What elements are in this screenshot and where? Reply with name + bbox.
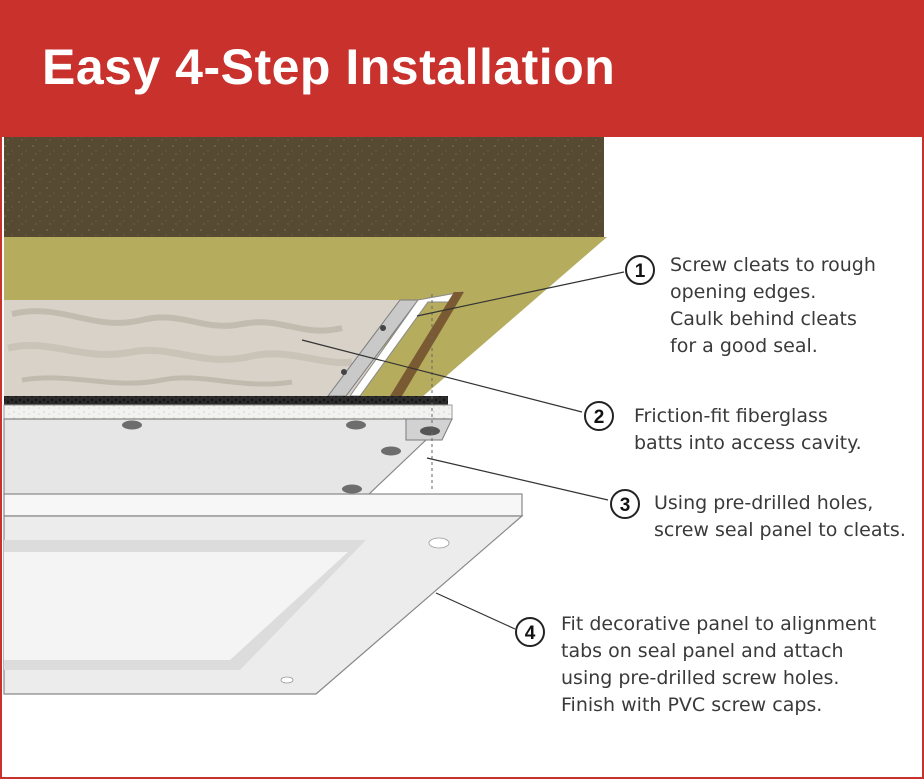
cleat-screw <box>341 369 347 375</box>
title-banner: Easy 4-Step Installation <box>2 2 922 137</box>
step-3-line: Using pre-drilled holes, <box>654 492 874 514</box>
step-4-line: Finish with PVC screw caps. <box>561 694 823 716</box>
step-4-line: Fit decorative panel to alignment <box>561 613 877 635</box>
step-1-line: opening edges. <box>670 281 817 303</box>
step-3-line: screw seal panel to cleats. <box>654 519 906 541</box>
panel-screw-hole <box>122 420 142 430</box>
step-1-line: Caulk behind cleats <box>670 308 857 330</box>
panel-screw-hole <box>420 426 440 436</box>
seal-panel <box>3 404 453 496</box>
step-badge-4 <box>515 617 545 647</box>
step-badge-3 <box>610 489 640 519</box>
step-number-4: 4 <box>525 623 536 644</box>
step-1-line: for a good seal. <box>670 335 818 357</box>
panel-screw-hole <box>342 484 362 494</box>
fiberglass-batts <box>4 300 412 396</box>
ceiling-structure <box>4 137 604 237</box>
panel-screw-hole <box>381 446 401 456</box>
step-badge-1 <box>625 255 655 285</box>
leader-line-4 <box>435 592 516 630</box>
cleat-screw <box>380 325 386 331</box>
leader-line-3 <box>426 457 609 501</box>
step-4-line: tabs on seal panel and attach <box>561 640 844 662</box>
step-number-3: 3 <box>620 495 631 516</box>
leader-line-2 <box>301 339 583 413</box>
step-4-line: using pre-drilled screw holes. <box>561 667 840 689</box>
step-1-text: Screw cleats to rough opening edges. Cau… <box>670 252 876 360</box>
step-4-text: Fit decorative panel to alignment tabs o… <box>561 611 876 719</box>
foam-gasket <box>4 396 448 405</box>
panel-screw-hole <box>428 537 450 549</box>
step-2-text: Friction-fit fiberglass batts into acces… <box>634 403 862 457</box>
decorative-panel <box>3 493 524 695</box>
step-2-line: Friction-fit fiberglass <box>634 405 828 427</box>
step-number-1: 1 <box>635 261 646 282</box>
step-2-line: batts into access cavity. <box>634 432 862 454</box>
panel-screw-hole <box>346 420 366 430</box>
page-title: Easy 4-Step Installation <box>42 39 616 95</box>
step-badge-2 <box>584 401 614 431</box>
leader-line-1 <box>416 271 625 317</box>
step-number-2: 2 <box>594 407 605 428</box>
panel-screw-hole <box>280 676 294 684</box>
step-3-text: Using pre-drilled holes, screw seal pane… <box>654 490 906 544</box>
step-1-line: Screw cleats to rough <box>670 254 876 276</box>
